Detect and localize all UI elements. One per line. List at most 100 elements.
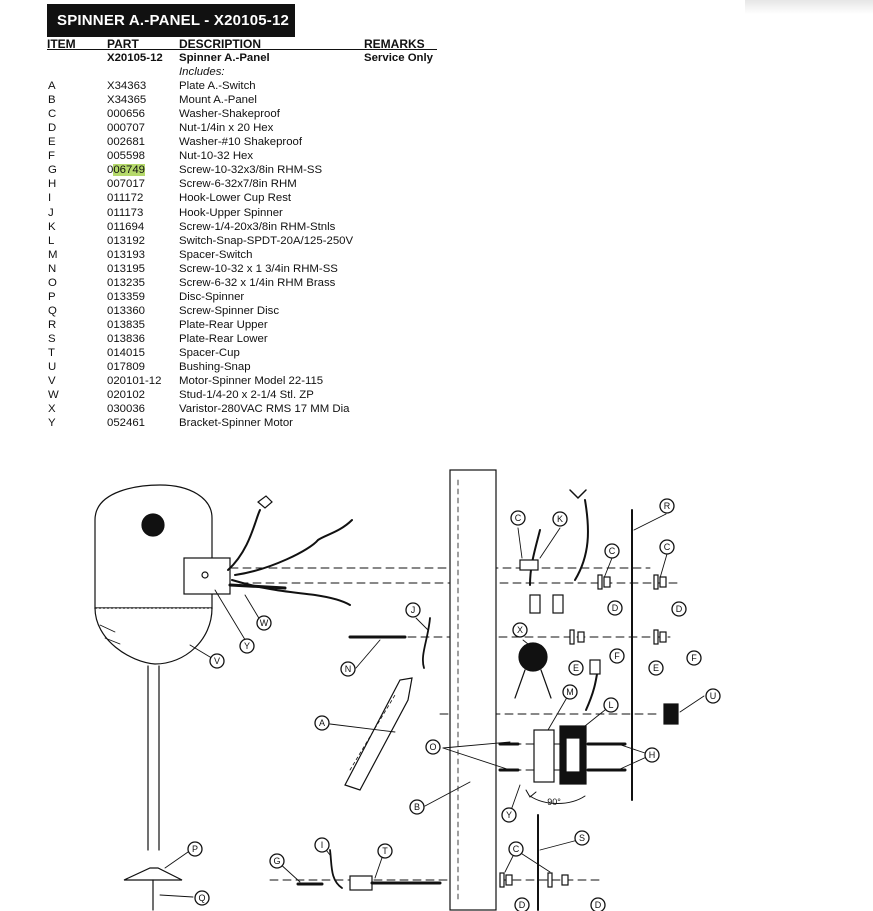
callout-u: U [705, 688, 721, 704]
assembly-part: X20105-12 [107, 52, 163, 64]
callout-x: X [512, 622, 528, 638]
part-number: 000707 [107, 122, 146, 135]
svg-text:A: A [319, 718, 325, 728]
callout-p: P [187, 841, 203, 857]
svg-text:Q: Q [198, 893, 205, 903]
svg-text:Y: Y [244, 641, 250, 651]
part-item-letter: M [48, 248, 58, 261]
callout-j: J [405, 602, 421, 618]
svg-text:W: W [260, 618, 269, 628]
assembly-description: Spinner A.-Panel [179, 52, 270, 64]
part-description: Spacer-Switch [179, 248, 253, 261]
svg-text:F: F [614, 651, 620, 661]
part-number: 011173 [107, 206, 144, 219]
part-item-letter: K [48, 220, 56, 233]
part-number: 000656 [107, 108, 146, 121]
part-description: Spacer-Cup [179, 346, 240, 359]
part-description: Screw-Spinner Disc [179, 304, 280, 317]
svg-text:O: O [429, 742, 436, 752]
rotation-label: 90° [547, 797, 561, 807]
callout-c: C [659, 539, 675, 555]
callout-w: W [256, 615, 272, 631]
part-description: Screw-10-32x3/8in RHM-SS [179, 164, 323, 177]
svg-text:G: G [273, 856, 280, 866]
part-item-letter: P [48, 290, 56, 303]
callout-n: N [340, 661, 356, 677]
part-description: Hook-Upper Spinner [179, 206, 283, 219]
callout-d: D [607, 600, 623, 616]
callout-s: S [574, 830, 590, 846]
part-description: Plate-Rear Lower [179, 332, 268, 345]
part-item-letter: G [48, 164, 57, 177]
part-description: Plate A.-Switch [179, 80, 256, 93]
callout-q: Q [194, 890, 210, 906]
part-number: 013235 [107, 276, 146, 289]
svg-text:L: L [608, 700, 613, 710]
svg-text:P: P [192, 844, 198, 854]
part-item-letter: Y [48, 417, 56, 430]
part-number: 005598 [107, 150, 146, 163]
svg-text:D: D [519, 900, 526, 910]
bracket-spinner-motor [183, 557, 231, 595]
part-item-letter: U [48, 361, 57, 374]
svg-text:J: J [411, 605, 416, 615]
svg-text:Y: Y [506, 810, 512, 820]
part-description: Nut-10-32 Hex [179, 150, 254, 163]
part-item-letter: F [48, 150, 55, 163]
callout-y: Y [501, 807, 517, 823]
part-description: Stud-1/4-20 x 2-1/4 Stl. ZP [179, 389, 314, 402]
part-number: 013192 [107, 234, 146, 247]
part-description: Plate-Rear Upper [179, 318, 268, 331]
part-number: 011172 [107, 192, 144, 205]
svg-text:E: E [653, 663, 659, 673]
part-item-letter: J [48, 206, 54, 219]
part-number: 013359 [107, 290, 146, 303]
part-number: 002681 [107, 136, 146, 149]
part-item-letter: X [48, 403, 56, 416]
motor-spinner [94, 484, 213, 911]
part-description: Washer-#10 Shakeproof [179, 136, 303, 149]
part-item-letter: R [48, 318, 57, 331]
svg-text:C: C [513, 844, 520, 854]
svg-text:C: C [664, 542, 671, 552]
header-remarks: REMARKS [364, 37, 425, 51]
part-description: Switch-Snap-SPDT-20A/125-250V [179, 234, 354, 247]
callout-f: F [686, 650, 702, 666]
part-number: 017809 [107, 361, 146, 374]
callout-h: H [644, 747, 660, 763]
assembly-remarks: Service Only [364, 52, 434, 64]
part-item-letter: W [48, 389, 59, 402]
header-item: ITEM [47, 37, 76, 51]
part-number: 007017 [107, 178, 146, 191]
callout-e: E [648, 660, 664, 676]
part-item-letter: D [48, 122, 57, 135]
part-item-letter: I [48, 192, 52, 205]
part-item-letter: E [48, 136, 56, 149]
part-description: Motor-Spinner Model 22-115 [179, 375, 324, 388]
part-number: 014015 [107, 346, 146, 359]
callout-y: Y [239, 638, 255, 654]
part-description: Screw-6-32x7/8in RHM [179, 178, 297, 191]
header-description: DESCRIPTION [179, 37, 262, 51]
includes-label: Includes: [179, 66, 225, 79]
part-description: Bracket-Spinner Motor [179, 417, 293, 430]
callout-b: B [409, 799, 425, 815]
svg-text:D: D [676, 604, 683, 614]
part-item-letter: N [48, 262, 57, 275]
callout-g: G [269, 853, 285, 869]
part-description: Hook-Lower Cup Rest [179, 192, 292, 205]
callout-d: D [671, 601, 687, 617]
part-number: 020101-12 [107, 375, 162, 388]
callout-d: D [590, 897, 606, 911]
part-item-letter: S [48, 332, 56, 345]
svg-text:S: S [579, 833, 585, 843]
svg-text:B: B [414, 802, 420, 812]
svg-text:V: V [214, 656, 220, 666]
callout-k: K [552, 511, 568, 527]
part-description: Varistor-280VAC RMS 17 MM Dia [179, 403, 350, 416]
part-number: 013836 [107, 332, 146, 345]
svg-text:C: C [609, 546, 616, 556]
part-item-letter: V [48, 375, 56, 388]
part-description: Disc-Spinner [179, 290, 245, 303]
callout-d: D [514, 897, 530, 911]
